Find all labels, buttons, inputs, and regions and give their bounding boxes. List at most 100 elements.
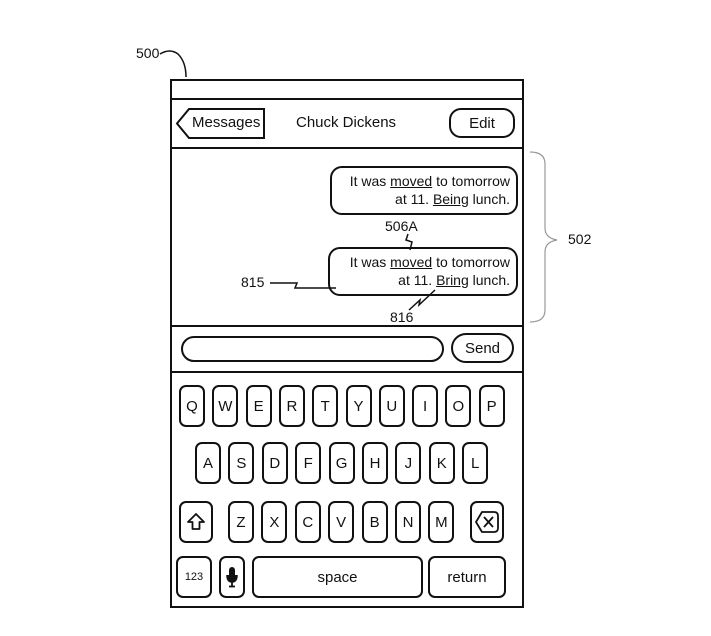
message-text: to tomorrow <box>432 254 510 270</box>
key-p[interactable]: P <box>478 385 505 427</box>
status-bar-divider <box>170 98 524 100</box>
key-label: U <box>386 397 398 415</box>
ref-815-label: 815 <box>241 274 265 290</box>
underlined-word-moved[interactable]: moved <box>390 254 433 270</box>
key-label: C <box>302 513 314 531</box>
key-label: Y <box>353 397 364 415</box>
key-d[interactable]: D <box>261 442 288 484</box>
back-button-label: Messages <box>192 114 261 131</box>
edit-button[interactable]: Edit <box>449 108 515 138</box>
edit-button-label: Edit <box>469 114 495 132</box>
key-i[interactable]: I <box>412 385 439 427</box>
message-input[interactable] <box>181 336 444 362</box>
key-label: O <box>452 397 465 415</box>
key-label: R <box>286 397 298 415</box>
conversation-title: Chuck Dickens <box>296 114 397 131</box>
message-bubble-corrected[interactable]: It was moved to tomorrow at 11. Bring lu… <box>328 247 518 296</box>
key-label: K <box>436 454 447 472</box>
message-bubble-original[interactable]: It was moved to tomorrow at 11. Being lu… <box>330 166 518 215</box>
key-label: T <box>320 397 330 415</box>
message-text: lunch. <box>468 272 510 288</box>
key-y[interactable]: Y <box>345 385 372 427</box>
key-u[interactable]: U <box>378 385 405 427</box>
status-bar <box>172 81 522 98</box>
key-o[interactable]: O <box>445 385 472 427</box>
shift-arrow-icon <box>187 513 205 530</box>
delete-key[interactable] <box>470 501 504 543</box>
key-label: B <box>369 513 380 531</box>
numbers-key-label: 123 <box>184 571 204 583</box>
message-text: to tomorrow <box>432 173 510 189</box>
key-h[interactable]: H <box>362 442 388 484</box>
key-l[interactable]: L <box>462 442 489 484</box>
message-text: at 11. <box>398 272 437 288</box>
key-s[interactable]: S <box>228 442 255 484</box>
key-x[interactable]: X <box>261 501 288 543</box>
key-b[interactable]: B <box>361 501 388 543</box>
ref-502-label: 502 <box>568 231 592 247</box>
send-button-label: Send <box>464 339 501 357</box>
message-line: at 11. Bring lunch. <box>336 271 510 289</box>
key-label: F <box>303 454 313 472</box>
back-button[interactable]: Messages <box>175 108 266 139</box>
key-label: W <box>218 397 233 415</box>
brace-502 <box>529 151 558 323</box>
underlined-word-moved[interactable]: moved <box>390 173 433 189</box>
leader-500 <box>159 50 187 78</box>
key-label: M <box>435 513 448 531</box>
key-m[interactable]: M <box>428 501 455 543</box>
ref-506a-label: 506A <box>385 218 418 234</box>
underlined-word-bring[interactable]: Bring <box>436 272 469 288</box>
space-key[interactable]: space <box>252 556 423 598</box>
key-a[interactable]: A <box>195 442 221 484</box>
message-text: lunch. <box>468 191 510 207</box>
key-f[interactable]: F <box>295 442 322 484</box>
ref-816-label: 816 <box>390 309 414 325</box>
key-label: G <box>335 454 348 472</box>
key-label: V <box>336 513 347 531</box>
microphone-key[interactable] <box>219 556 245 598</box>
key-q[interactable]: Q <box>179 385 205 427</box>
send-button[interactable]: Send <box>451 333 514 363</box>
key-label: Q <box>186 397 198 415</box>
key-label: E <box>253 397 264 415</box>
key-k[interactable]: K <box>428 442 455 484</box>
composer-divider <box>170 371 524 373</box>
key-label: J <box>404 454 413 472</box>
key-v[interactable]: V <box>328 501 355 543</box>
device-frame <box>170 79 524 608</box>
numbers-key[interactable]: 123 <box>176 556 212 598</box>
ref-500-label: 500 <box>136 45 160 61</box>
message-text: at 11. <box>395 191 433 207</box>
nav-bar: Messages Chuck Dickens <box>172 100 522 147</box>
message-line: It was moved to tomorrow <box>336 253 510 271</box>
key-label: S <box>236 454 247 472</box>
key-n[interactable]: N <box>395 501 421 543</box>
key-label: L <box>471 454 480 472</box>
message-area-divider <box>170 325 524 327</box>
key-z[interactable]: Z <box>228 501 254 543</box>
key-t[interactable]: T <box>312 385 339 427</box>
key-label: Z <box>236 513 246 531</box>
back-button-shape <box>175 108 265 139</box>
message-line: It was moved to tomorrow <box>338 172 510 190</box>
nav-bar-divider <box>170 147 524 149</box>
space-key-label: space <box>317 568 358 586</box>
key-g[interactable]: G <box>328 442 355 484</box>
key-label: D <box>269 454 281 472</box>
return-key[interactable]: return <box>428 556 506 598</box>
underlined-word-being[interactable]: Being <box>432 191 469 207</box>
microphone-icon <box>226 567 238 588</box>
key-label: H <box>369 454 381 472</box>
key-e[interactable]: E <box>245 385 272 427</box>
key-j[interactable]: J <box>395 442 422 484</box>
key-label: A <box>202 454 213 472</box>
key-r[interactable]: R <box>278 385 305 427</box>
key-w[interactable]: W <box>212 385 239 427</box>
key-label: N <box>402 513 414 531</box>
message-text: It was <box>349 173 391 189</box>
message-text: It was <box>349 254 391 270</box>
message-line: at 11. Being lunch. <box>338 190 510 208</box>
key-c[interactable]: C <box>294 501 321 543</box>
shift-key[interactable] <box>179 501 213 543</box>
